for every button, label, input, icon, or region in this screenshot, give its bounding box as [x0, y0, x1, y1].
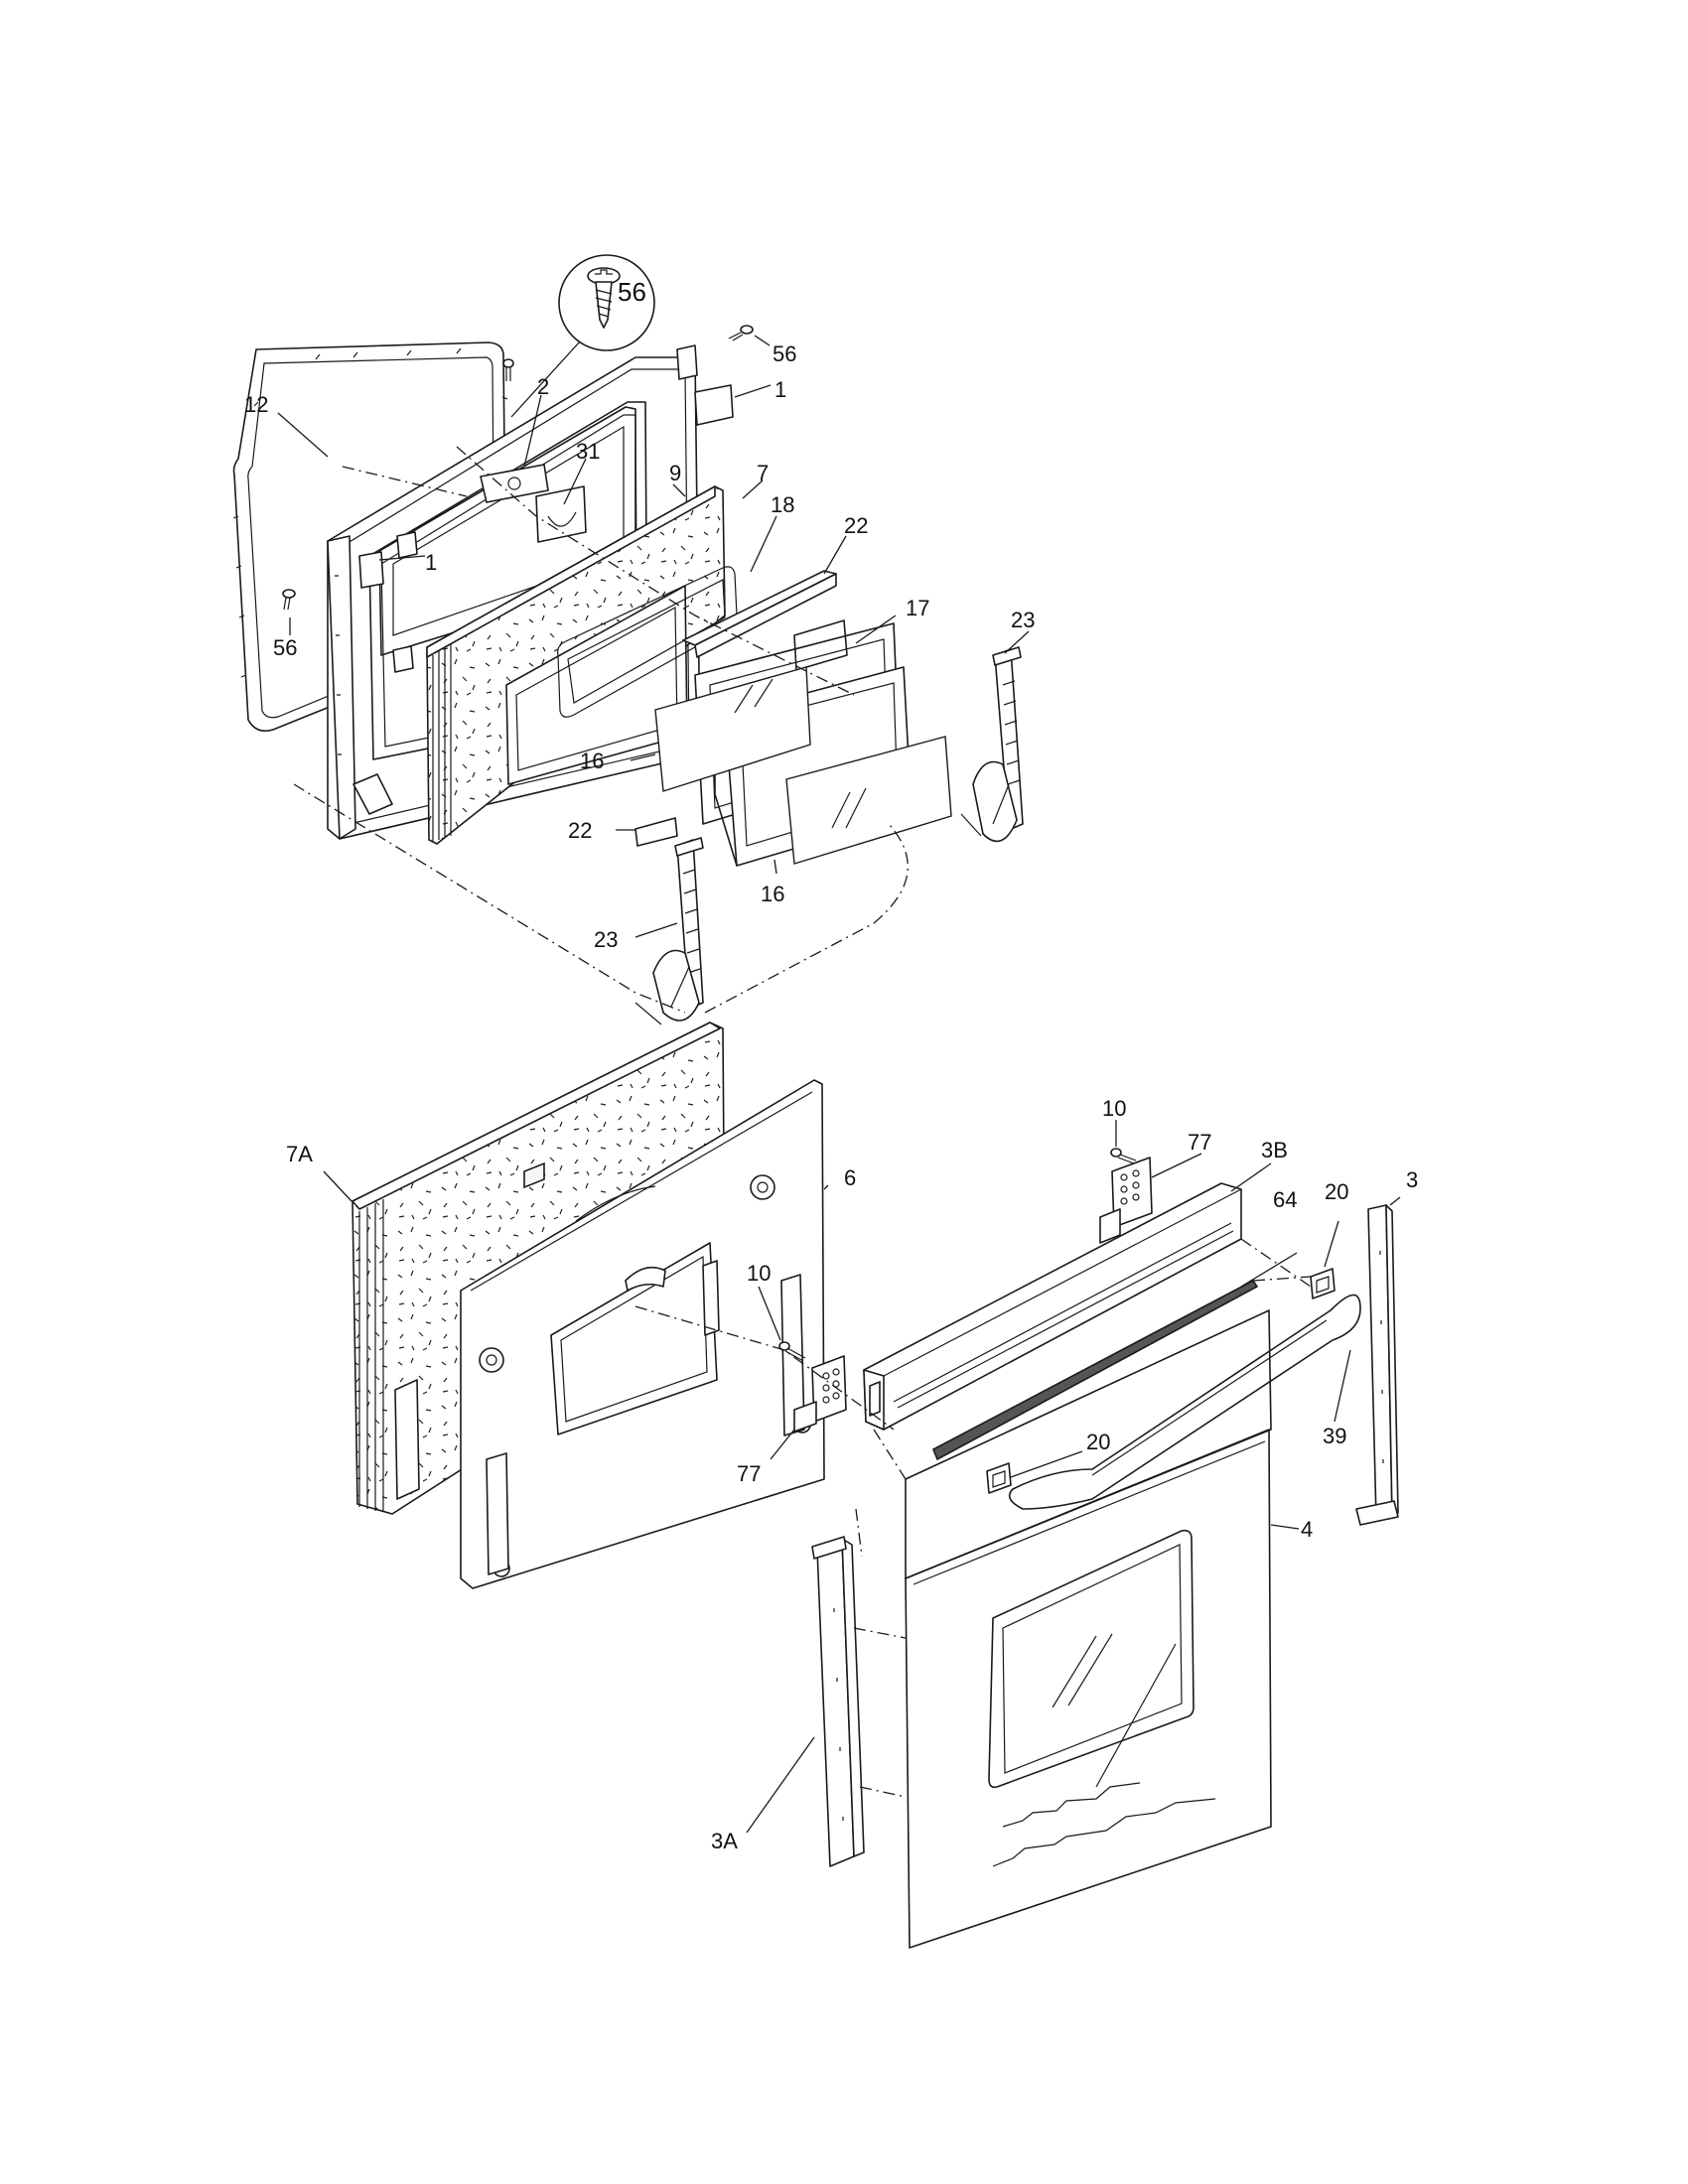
callout-56-right: 56	[773, 341, 796, 366]
callout-16-left: 16	[580, 749, 604, 773]
callout-3B: 3B	[1261, 1138, 1288, 1162]
callout-77-top: 77	[1188, 1130, 1211, 1155]
callout-23-right: 23	[1011, 608, 1035, 632]
screw-10-top	[1110, 1148, 1137, 1164]
callout-7A: 7A	[286, 1142, 313, 1166]
door-top-trim-3B	[863, 1182, 1242, 1431]
callout-16-bottom: 16	[761, 882, 784, 906]
callout-labels: 56 56 1 12 2 31 9 7 18 22 1 17 23 56 16 …	[244, 277, 1418, 1853]
callout-3A: 3A	[711, 1829, 738, 1853]
glass-channel-22-top	[682, 570, 837, 658]
handle-endcap-20-bottom	[986, 1462, 1012, 1494]
glass-16-bottom	[785, 736, 952, 865]
assembly-lines-lower	[634, 1238, 1312, 1798]
callout-3: 3	[1406, 1167, 1418, 1192]
outer-door-panel-4	[905, 1309, 1272, 1949]
callout-22-top: 22	[844, 513, 868, 538]
hinge-23-left	[634, 837, 704, 1025]
callout-7: 7	[757, 461, 769, 485]
callout-39: 39	[1323, 1424, 1346, 1448]
callout-2: 2	[537, 374, 549, 399]
hinge-bracket-77-lower	[793, 1355, 847, 1433]
inner-door-panel-6	[460, 1079, 825, 1589]
leader-lines	[277, 335, 1401, 1834]
screw-56-right	[728, 325, 754, 341]
callout-6: 6	[844, 1165, 856, 1190]
callout-31: 31	[576, 439, 600, 464]
screw-56-left	[282, 589, 296, 611]
upper-insulation-7	[426, 485, 726, 845]
callout-18: 18	[771, 492, 794, 517]
handle-endcap-20-top	[1310, 1268, 1336, 1299]
assembly-lines-upper	[293, 446, 909, 1014]
callout-1-left: 1	[425, 550, 437, 575]
callout-10-top: 10	[1102, 1096, 1126, 1121]
glass-16-left	[654, 666, 811, 792]
callout-20-top: 20	[1325, 1179, 1348, 1204]
screw-detail-callout	[510, 254, 655, 418]
callout-4: 4	[1301, 1517, 1313, 1542]
callout-1-right: 1	[774, 377, 786, 402]
callout-10-mid: 10	[747, 1261, 771, 1286]
side-trim-3-right	[1355, 1204, 1399, 1526]
gasket-strip-64	[931, 1279, 1259, 1461]
callout-20-bottom: 20	[1086, 1430, 1110, 1454]
callout-77-bottom: 77	[737, 1461, 761, 1486]
callout-12: 12	[244, 392, 268, 417]
callout-64: 64	[1273, 1187, 1297, 1212]
callout-56-left: 56	[273, 635, 297, 660]
callout-17: 17	[906, 596, 929, 620]
side-trim-3A-left	[811, 1536, 865, 1867]
callout-22-bottom: 22	[568, 818, 592, 843]
hinge-23-right	[960, 646, 1024, 843]
callout-56-detail: 56	[618, 277, 646, 307]
glass-channel-22-bottom	[634, 817, 678, 847]
screw-10-mid	[778, 1341, 806, 1362]
hinge-bracket-77-upper	[1099, 1157, 1153, 1244]
callout-9: 9	[669, 461, 681, 485]
callout-23-left: 23	[594, 927, 618, 952]
door-gasket-12	[232, 341, 511, 733]
door-handle-39	[1008, 1294, 1361, 1510]
screw-56-top	[502, 358, 514, 381]
